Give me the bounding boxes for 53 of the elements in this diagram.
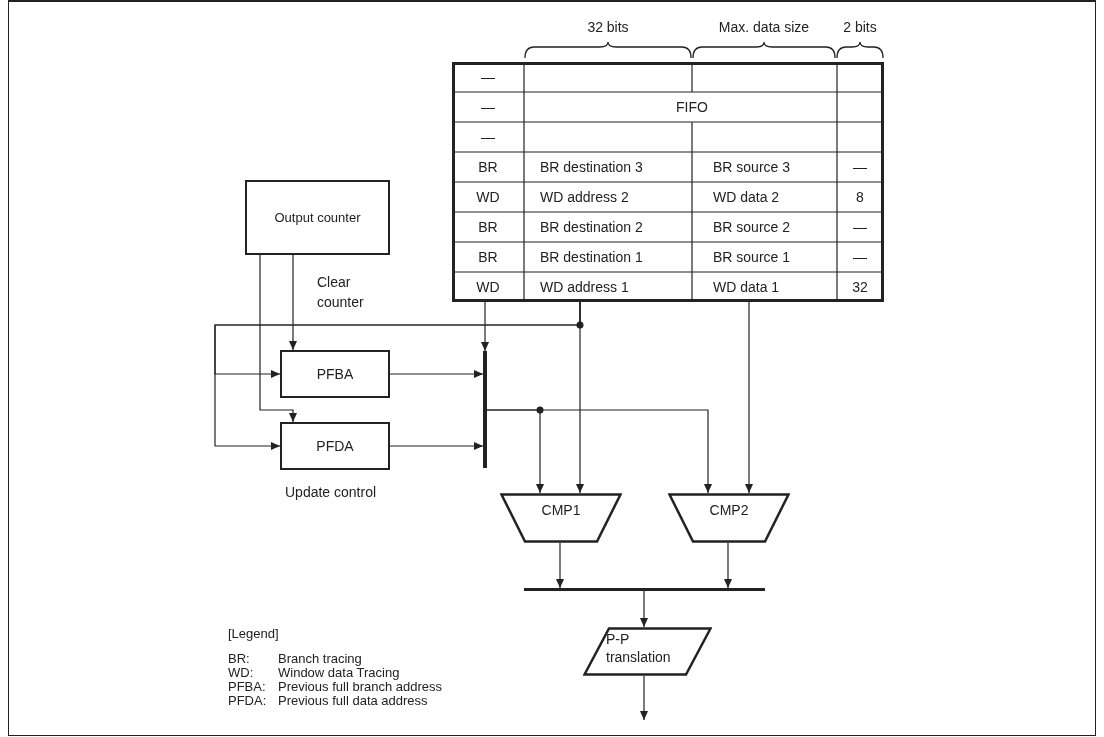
translation-block: P-P translation [583,627,712,676]
annotation: Update control [285,484,377,500]
table-cell-text: BR destination 2 [540,219,643,235]
arrow [745,301,753,494]
legend-term: WD: [228,665,254,681]
table-cell-text: 32 [851,279,869,295]
process-box: PFDA [280,422,390,470]
arrow [640,590,648,628]
arrow [556,542,564,589]
table-cell-text: — [480,69,496,85]
arrow [481,301,489,352]
bus-bar [524,588,765,591]
table-cell-text: WD data 2 [713,189,780,205]
arrow [259,254,297,423]
field-width-label: Max. data size [717,19,811,35]
table-cell-text: — [852,159,868,175]
table-cell-text: WD data 1 [713,279,780,295]
table-title: FIFO [675,99,709,115]
table-cell-text: BR destination 1 [540,249,643,265]
field-width-label: 32 bits [586,19,630,35]
table-cell-text: 8 [855,189,865,205]
table-cell-text: WD address 1 [540,279,629,295]
process-box: PFBA [280,350,390,398]
table-cell-text: BR destination 3 [540,159,643,175]
fifo-table [452,62,884,302]
arrow [389,370,484,378]
table-cell-text: BR source 3 [713,159,791,175]
table-cell-text: WD address 2 [540,189,629,205]
bus-bar [483,351,487,468]
arrow [486,409,712,494]
legend-title: [Legend] [228,626,279,642]
table-cell-text: — [480,129,496,145]
legend-term: PFDA: [228,693,267,709]
arrow [640,675,648,721]
arrow [576,301,584,494]
arrow [724,542,732,589]
arrow [389,442,484,450]
legend-definition: Window data Tracing [278,665,400,681]
arrow [289,254,297,351]
table-cell-text: — [480,99,496,115]
edge-label: Clear counter [317,273,365,312]
table-cell-text: — [852,249,868,265]
legend-definition: Previous full data address [278,693,428,709]
comparator-block: CMP1 [500,493,622,543]
table-cell-text: — [852,219,868,235]
legend-term: BR: [228,651,250,667]
legend-definition: Branch tracing [278,651,362,667]
table-cell-text: BR source 1 [713,249,791,265]
legend-definition: Previous full branch address [278,679,443,695]
legend-term: PFBA: [228,679,266,695]
table-cell-text: BR source 2 [713,219,791,235]
process-box: Output counter [245,180,390,255]
comparator-block: CMP2 [668,493,790,543]
